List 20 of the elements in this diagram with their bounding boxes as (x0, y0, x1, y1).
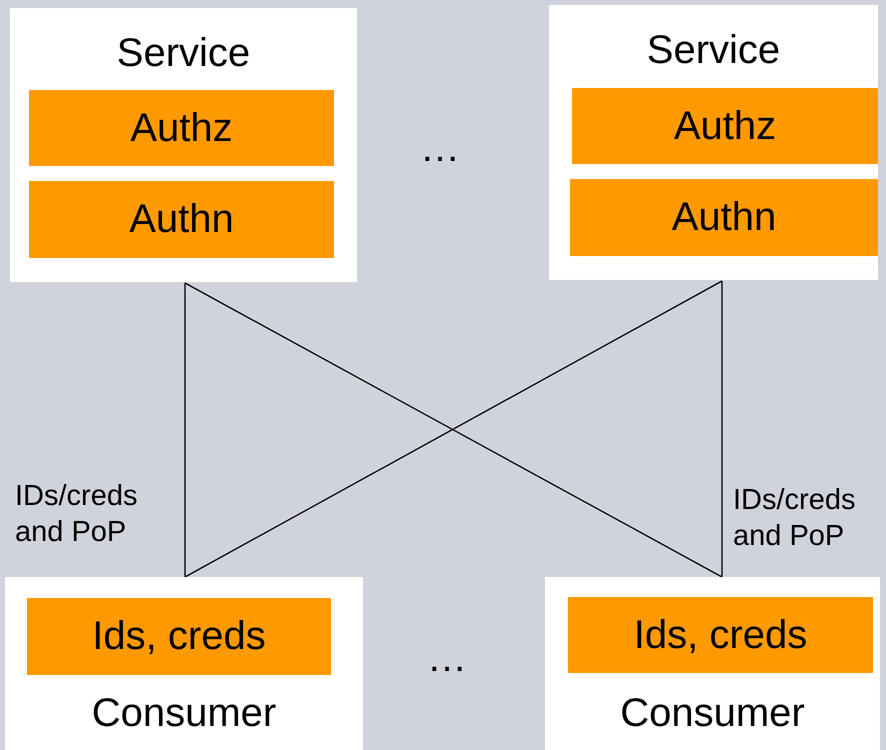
panel-heading: Consumer (90, 690, 278, 736)
connector-line (184, 283, 186, 577)
component-panel (10, 8, 357, 282)
panel-heading: Service (646, 27, 782, 73)
ellipsis: … (427, 640, 467, 676)
connector-line (721, 281, 723, 577)
component-box: Authz (29, 90, 334, 166)
component-box: Authn (570, 179, 878, 256)
component-box: Ids, creds (568, 597, 873, 673)
component-box: Authn (29, 181, 334, 258)
component-panel (5, 577, 363, 750)
component-panel (549, 5, 878, 280)
component-box: Authz (572, 88, 878, 164)
line-label: IDs/creds and PoP (15, 479, 138, 550)
panel-heading: Consumer (619, 690, 806, 736)
line-label: IDs/creds and PoP (733, 483, 856, 554)
component-panel (545, 577, 880, 750)
ellipsis: … (420, 130, 460, 166)
panel-heading: Service (116, 30, 252, 76)
component-box: Ids, creds (27, 598, 331, 675)
